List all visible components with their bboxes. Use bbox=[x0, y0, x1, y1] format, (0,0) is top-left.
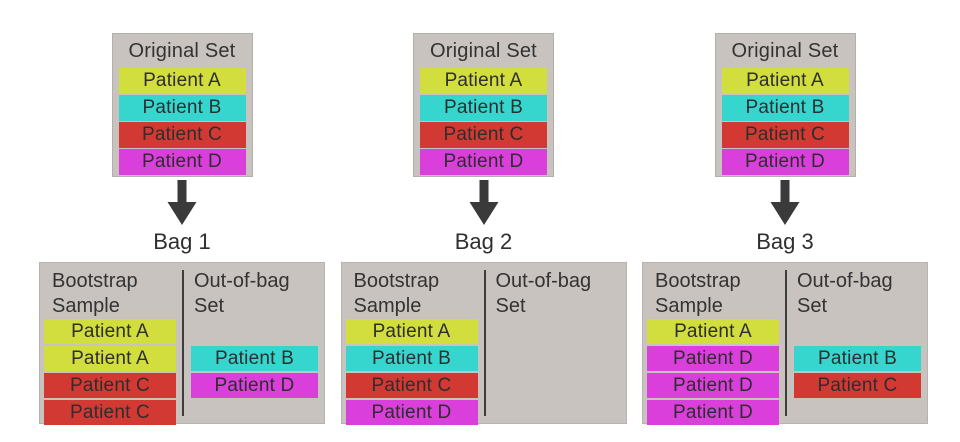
original-set-title: Original Set bbox=[430, 40, 537, 62]
down-arrow-icon bbox=[468, 180, 500, 225]
column-divider bbox=[182, 270, 184, 416]
patient-bar: Patient A bbox=[345, 319, 478, 344]
out-of-bag-rows bbox=[484, 319, 626, 346]
patient-bar: Patient A bbox=[647, 319, 779, 344]
down-arrow-icon bbox=[769, 180, 801, 225]
patient-bar: Patient A bbox=[44, 346, 176, 371]
bootstrap-sample-title: Bootstrap Sample bbox=[52, 270, 138, 317]
out-of-bag-title: Out-of-bag Set bbox=[495, 270, 592, 317]
original-set-title: Original Set bbox=[128, 40, 236, 62]
row-spacer bbox=[794, 319, 927, 346]
patient-bar: Patient D bbox=[721, 149, 849, 175]
patient-bar: Patient C bbox=[721, 122, 849, 148]
down-arrow-icon bbox=[166, 180, 198, 225]
patient-bar: Patient C bbox=[44, 400, 176, 425]
patient-bar: Patient A bbox=[420, 68, 547, 94]
patient-bar: Patient B bbox=[191, 346, 318, 371]
row-spacer bbox=[493, 319, 626, 346]
bootstrap-sample-title: Bootstrap Sample bbox=[655, 270, 741, 317]
patient-bar: Patient D bbox=[118, 149, 246, 175]
original-set-title: Original Set bbox=[731, 40, 839, 62]
patient-bar: Patient D bbox=[647, 400, 779, 425]
patient-bar: Patient C bbox=[794, 373, 921, 398]
column-divider bbox=[785, 270, 787, 416]
out-of-bag-title: Out-of-bag Set bbox=[194, 270, 290, 317]
bag-label: Bag 1 bbox=[153, 229, 211, 254]
patient-bar: Patient D bbox=[420, 149, 547, 175]
bag-label: Bag 3 bbox=[756, 229, 814, 254]
patient-bar: Patient C bbox=[44, 373, 176, 398]
bag-label: Bag 2 bbox=[454, 229, 513, 254]
patient-bar: Patient B bbox=[118, 95, 246, 121]
patient-bar: Patient B bbox=[345, 346, 478, 371]
patient-bar: Patient D bbox=[647, 373, 779, 398]
patient-bar: Patient B bbox=[420, 95, 547, 121]
out-of-bag-column: Out-of-bag Set bbox=[484, 263, 626, 423]
column-divider bbox=[483, 270, 486, 416]
patient-bar: Patient B bbox=[794, 346, 921, 371]
patient-bar: Patient A bbox=[44, 319, 176, 344]
patient-bar: Patient B bbox=[721, 95, 849, 121]
patient-bar: Patient C bbox=[420, 122, 547, 148]
patient-bar: Patient D bbox=[647, 346, 779, 371]
patient-bar: Patient A bbox=[721, 68, 849, 94]
patient-bar: Patient D bbox=[345, 400, 478, 425]
patient-bar: Patient D bbox=[191, 373, 318, 398]
patient-bar: Patient A bbox=[118, 68, 246, 94]
patient-bar: Patient C bbox=[118, 122, 246, 148]
patient-bar: Patient C bbox=[345, 373, 478, 398]
bootstrap-sample-title: Bootstrap Sample bbox=[353, 270, 440, 317]
out-of-bag-title: Out-of-bag Set bbox=[797, 270, 893, 317]
row-spacer bbox=[191, 319, 324, 346]
